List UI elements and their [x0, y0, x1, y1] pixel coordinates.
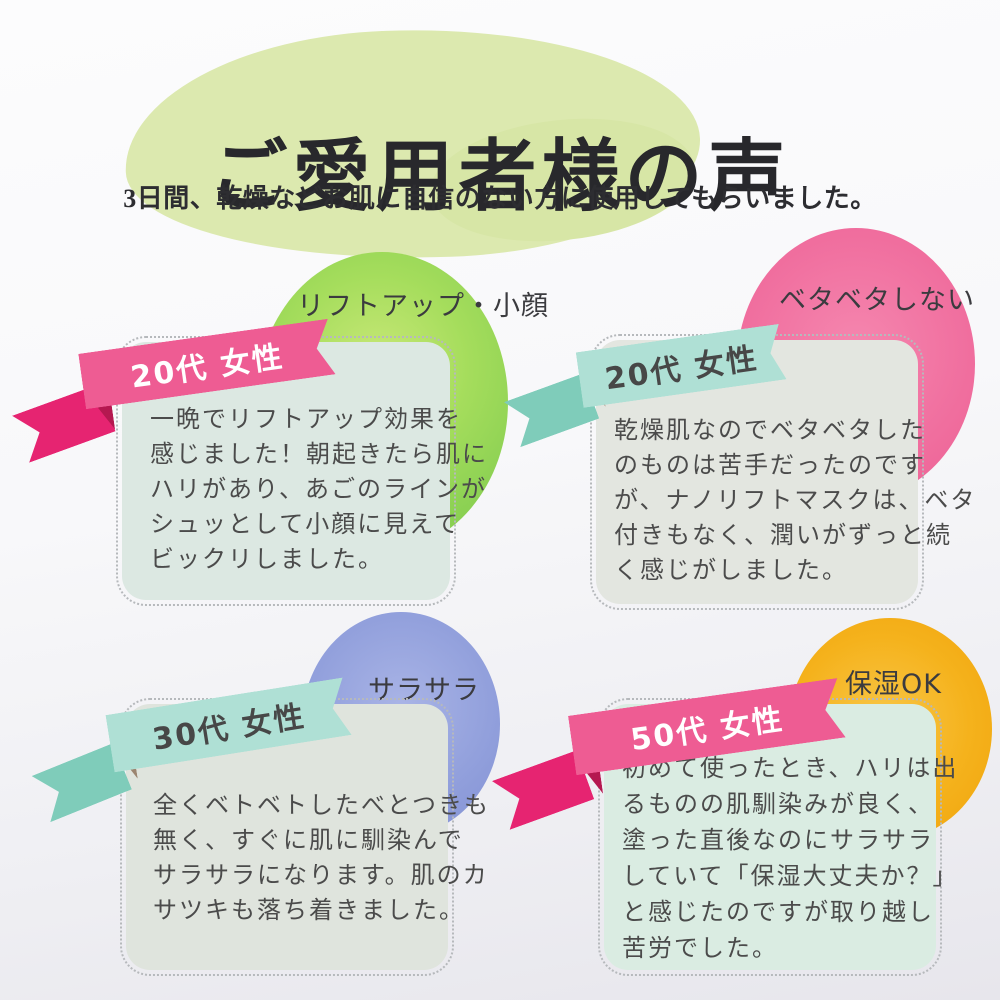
- testimonial-text: 全くベトベトしたべとつきも 無く、すぐに肌に馴染んで サラサラになります。肌のカ…: [153, 791, 491, 924]
- benefit-label: 保湿OK: [845, 669, 942, 700]
- testimonial-text: 初めて使ったとき、ハリは出 るものの肌馴染みが良く、 塗った直後なのにサラサラ …: [622, 754, 959, 962]
- benefit-label: リフトアップ・小顔: [297, 291, 549, 322]
- ribbon-label: 30代 女性: [105, 678, 351, 773]
- testimonial-text: 一晩でリフトアップ効果を 感じました！朝起きたら肌に ハリがあり、あごのラインが…: [150, 405, 488, 573]
- testimonial-text: 乾燥肌なのでベタベタした のものは苦手だったのです が、ナノリフトマスクは、ベタ…: [614, 416, 977, 584]
- ribbon-label: 50代 女性: [568, 678, 846, 775]
- benefit-label: サラサラ: [368, 675, 480, 706]
- page-subtitle: 3日間、乾燥などお肌に自信のない方に使用してもらいました。: [123, 184, 877, 213]
- ribbon-label: 20代 女性: [78, 319, 335, 410]
- page-title: ご愛用者様の声: [209, 133, 791, 221]
- benefit-label: ベタベタしない: [779, 285, 975, 316]
- testimonial-card: [116, 336, 456, 606]
